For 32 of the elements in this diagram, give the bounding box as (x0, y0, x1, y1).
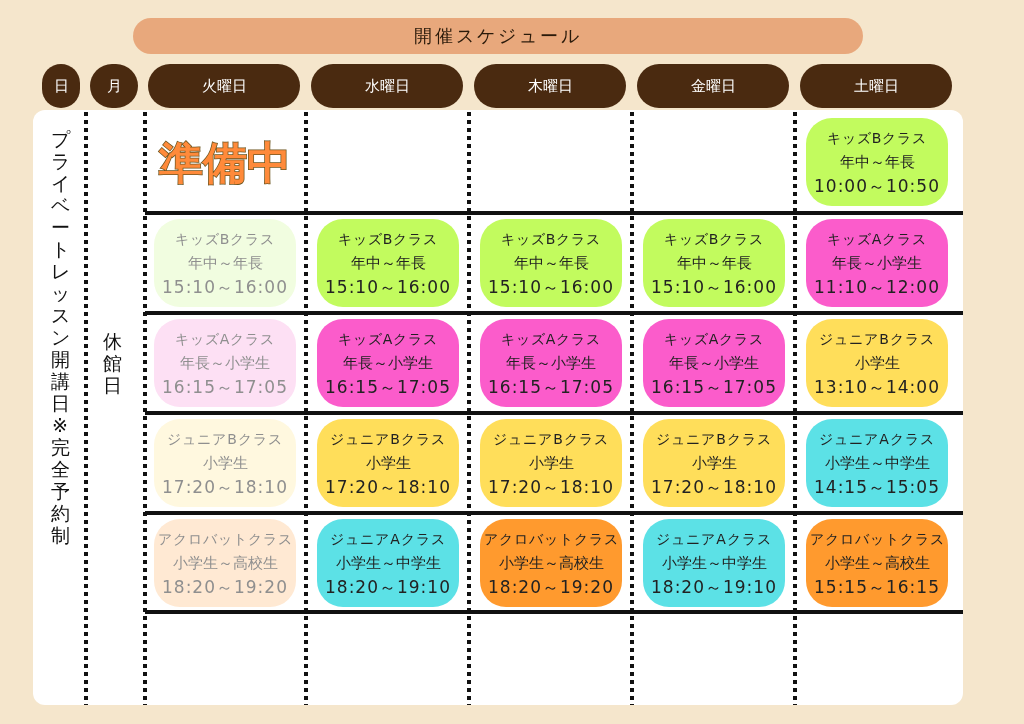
vertical-text: プライベートレッスン開講日 ※完全予約制 (49, 128, 72, 546)
class-card: ジュニアAクラス 小学生～中学生 18:20～19:10 (643, 519, 785, 607)
day-header: 火曜日 (148, 64, 300, 108)
class-card: キッズBクラス 年中～年長 10:00～10:50 (806, 118, 948, 206)
class-card: キッズAクラス 年長～小学生 11:10～12:00 (806, 219, 948, 307)
class-card: キッズBクラス 年中～年長 15:10～16:00 (643, 219, 785, 307)
class-card: ジュニアBクラス 小学生 17:20～18:10 (643, 419, 785, 507)
class-card: キッズBクラス 年中～年長 15:10～16:00 (154, 219, 296, 307)
class-card: キッズBクラス 年中～年長 15:10～16:00 (317, 219, 459, 307)
day-header: 木曜日 (474, 64, 626, 108)
class-card: ジュニアBクラス 小学生 17:20～18:10 (317, 419, 459, 507)
day-header: 金曜日 (637, 64, 789, 108)
class-card: アクロバットクラス 小学生～高校生 18:20～19:20 (154, 519, 296, 607)
day-header: 水曜日 (311, 64, 463, 108)
day-header: 日 (42, 64, 80, 108)
class-card: キッズAクラス 年長～小学生 16:15～17:05 (317, 319, 459, 407)
class-card: ジュニアBクラス 小学生 17:20～18:10 (154, 419, 296, 507)
class-card: ジュニアBクラス 小学生 13:10～14:00 (806, 319, 948, 407)
class-card: ジュニアAクラス 小学生～中学生 18:20～19:10 (317, 519, 459, 607)
vertical-text: 休館日 (101, 330, 123, 396)
class-card: キッズBクラス 年中～年長 15:10～16:00 (480, 219, 622, 307)
class-card: キッズAクラス 年長～小学生 16:15～17:05 (154, 319, 296, 407)
class-card: アクロバットクラス 小学生～高校生 18:20～19:20 (480, 519, 622, 607)
class-card: キッズAクラス 年長～小学生 16:15～17:05 (480, 319, 622, 407)
class-card: キッズAクラス 年長～小学生 16:15～17:05 (643, 319, 785, 407)
day-header: 土曜日 (800, 64, 952, 108)
class-card: アクロバットクラス 小学生～高校生 15:15～16:15 (806, 519, 948, 607)
title-bar: 開催スケジュール (133, 18, 863, 54)
class-card: ジュニアAクラス 小学生～中学生 14:15～15:05 (806, 419, 948, 507)
stamp-text: 準備中 (158, 136, 292, 190)
class-card: ジュニアBクラス 小学生 17:20～18:10 (480, 419, 622, 507)
day-header: 月 (90, 64, 138, 108)
